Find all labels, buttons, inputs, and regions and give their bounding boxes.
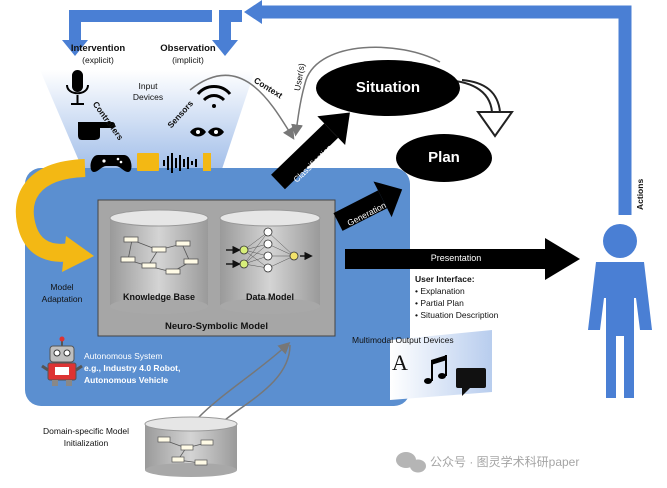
- microphone-icon: [66, 70, 89, 105]
- ui-item-explanation: • Explanation: [415, 286, 465, 296]
- autonomous-system-example-1: e.g., Industry 4.0 Robot,: [84, 363, 181, 373]
- model-adaptation-label-1: Model: [50, 282, 74, 292]
- intervention-sublabel: (explicit): [82, 55, 114, 65]
- neuro-symbolic-label: Neuro-Symbolic Model: [165, 321, 268, 332]
- ui-item-text: Situation Description: [420, 310, 499, 320]
- multimodal-output-label: Multimodal Output Devices: [352, 335, 454, 345]
- ui-item-partial-plan: • Partial Plan: [415, 298, 464, 308]
- input-devices-label-1: Input: [138, 81, 158, 91]
- situation-node: [316, 60, 460, 116]
- wifi-icon: [196, 85, 232, 108]
- knowledge-base-label: Knowledge Base: [122, 292, 196, 302]
- data-model-label: Data Model: [245, 292, 294, 302]
- user-figure: [588, 224, 652, 398]
- model-adaptation-arrow: [15, 159, 86, 262]
- presentation-arrow: [345, 238, 580, 280]
- yellow-input-icon: [137, 153, 159, 171]
- robot-icon: [41, 336, 83, 386]
- situation-label: Situation: [355, 79, 421, 96]
- letter-icon: A: [392, 350, 408, 375]
- eyes-icon: [190, 127, 224, 137]
- actions-label: Actions: [635, 178, 645, 210]
- initialization-line: [224, 344, 291, 421]
- users-arrow: [291, 46, 441, 137]
- initialization-label-2: Initialization: [63, 438, 109, 448]
- input-devices-label-2: Devices: [132, 92, 164, 102]
- user-interface-title: User Interface:: [415, 274, 475, 284]
- data-model-cylinder: [219, 209, 321, 314]
- speech-bubble-icon: [456, 368, 486, 396]
- plan-label: Plan: [428, 149, 460, 166]
- observation-label: Observation: [160, 43, 216, 54]
- presentation-label: Presentation: [430, 253, 482, 263]
- watermark: 公众号 · 图灵学术科研paper: [430, 455, 580, 469]
- ui-item-text: Explanation: [420, 286, 465, 296]
- autonomous-system-label: Autonomous System: [84, 351, 163, 361]
- context-arrow: [189, 74, 295, 140]
- feedback-arrows: [62, 0, 632, 215]
- plan-node: [396, 134, 492, 182]
- ui-item-situation-description: • Situation Description: [415, 310, 499, 320]
- knowledge-base-cylinder: [109, 209, 209, 314]
- generation-arrow: [333, 181, 403, 231]
- wechat-icon: [396, 452, 426, 473]
- autonomous-system-example-2: Autonomous Vehicle: [84, 375, 169, 385]
- gamepad-icon: [90, 155, 132, 172]
- observation-sublabel: (implicit): [172, 55, 204, 65]
- sound-wave-icon: [163, 153, 197, 173]
- initialization-cylinder: [144, 416, 238, 477]
- classification-arrow: [271, 112, 350, 190]
- ui-item-text: Partial Plan: [420, 298, 464, 308]
- initialization-label-1: Domain-specific Model: [43, 426, 129, 436]
- intervention-label: Intervention: [70, 43, 126, 54]
- model-adaptation-label-2: Adaptation: [41, 294, 83, 304]
- input-funnel: [40, 70, 255, 175]
- music-note-icon: [424, 355, 447, 384]
- pointing-hand-icon: [78, 122, 115, 140]
